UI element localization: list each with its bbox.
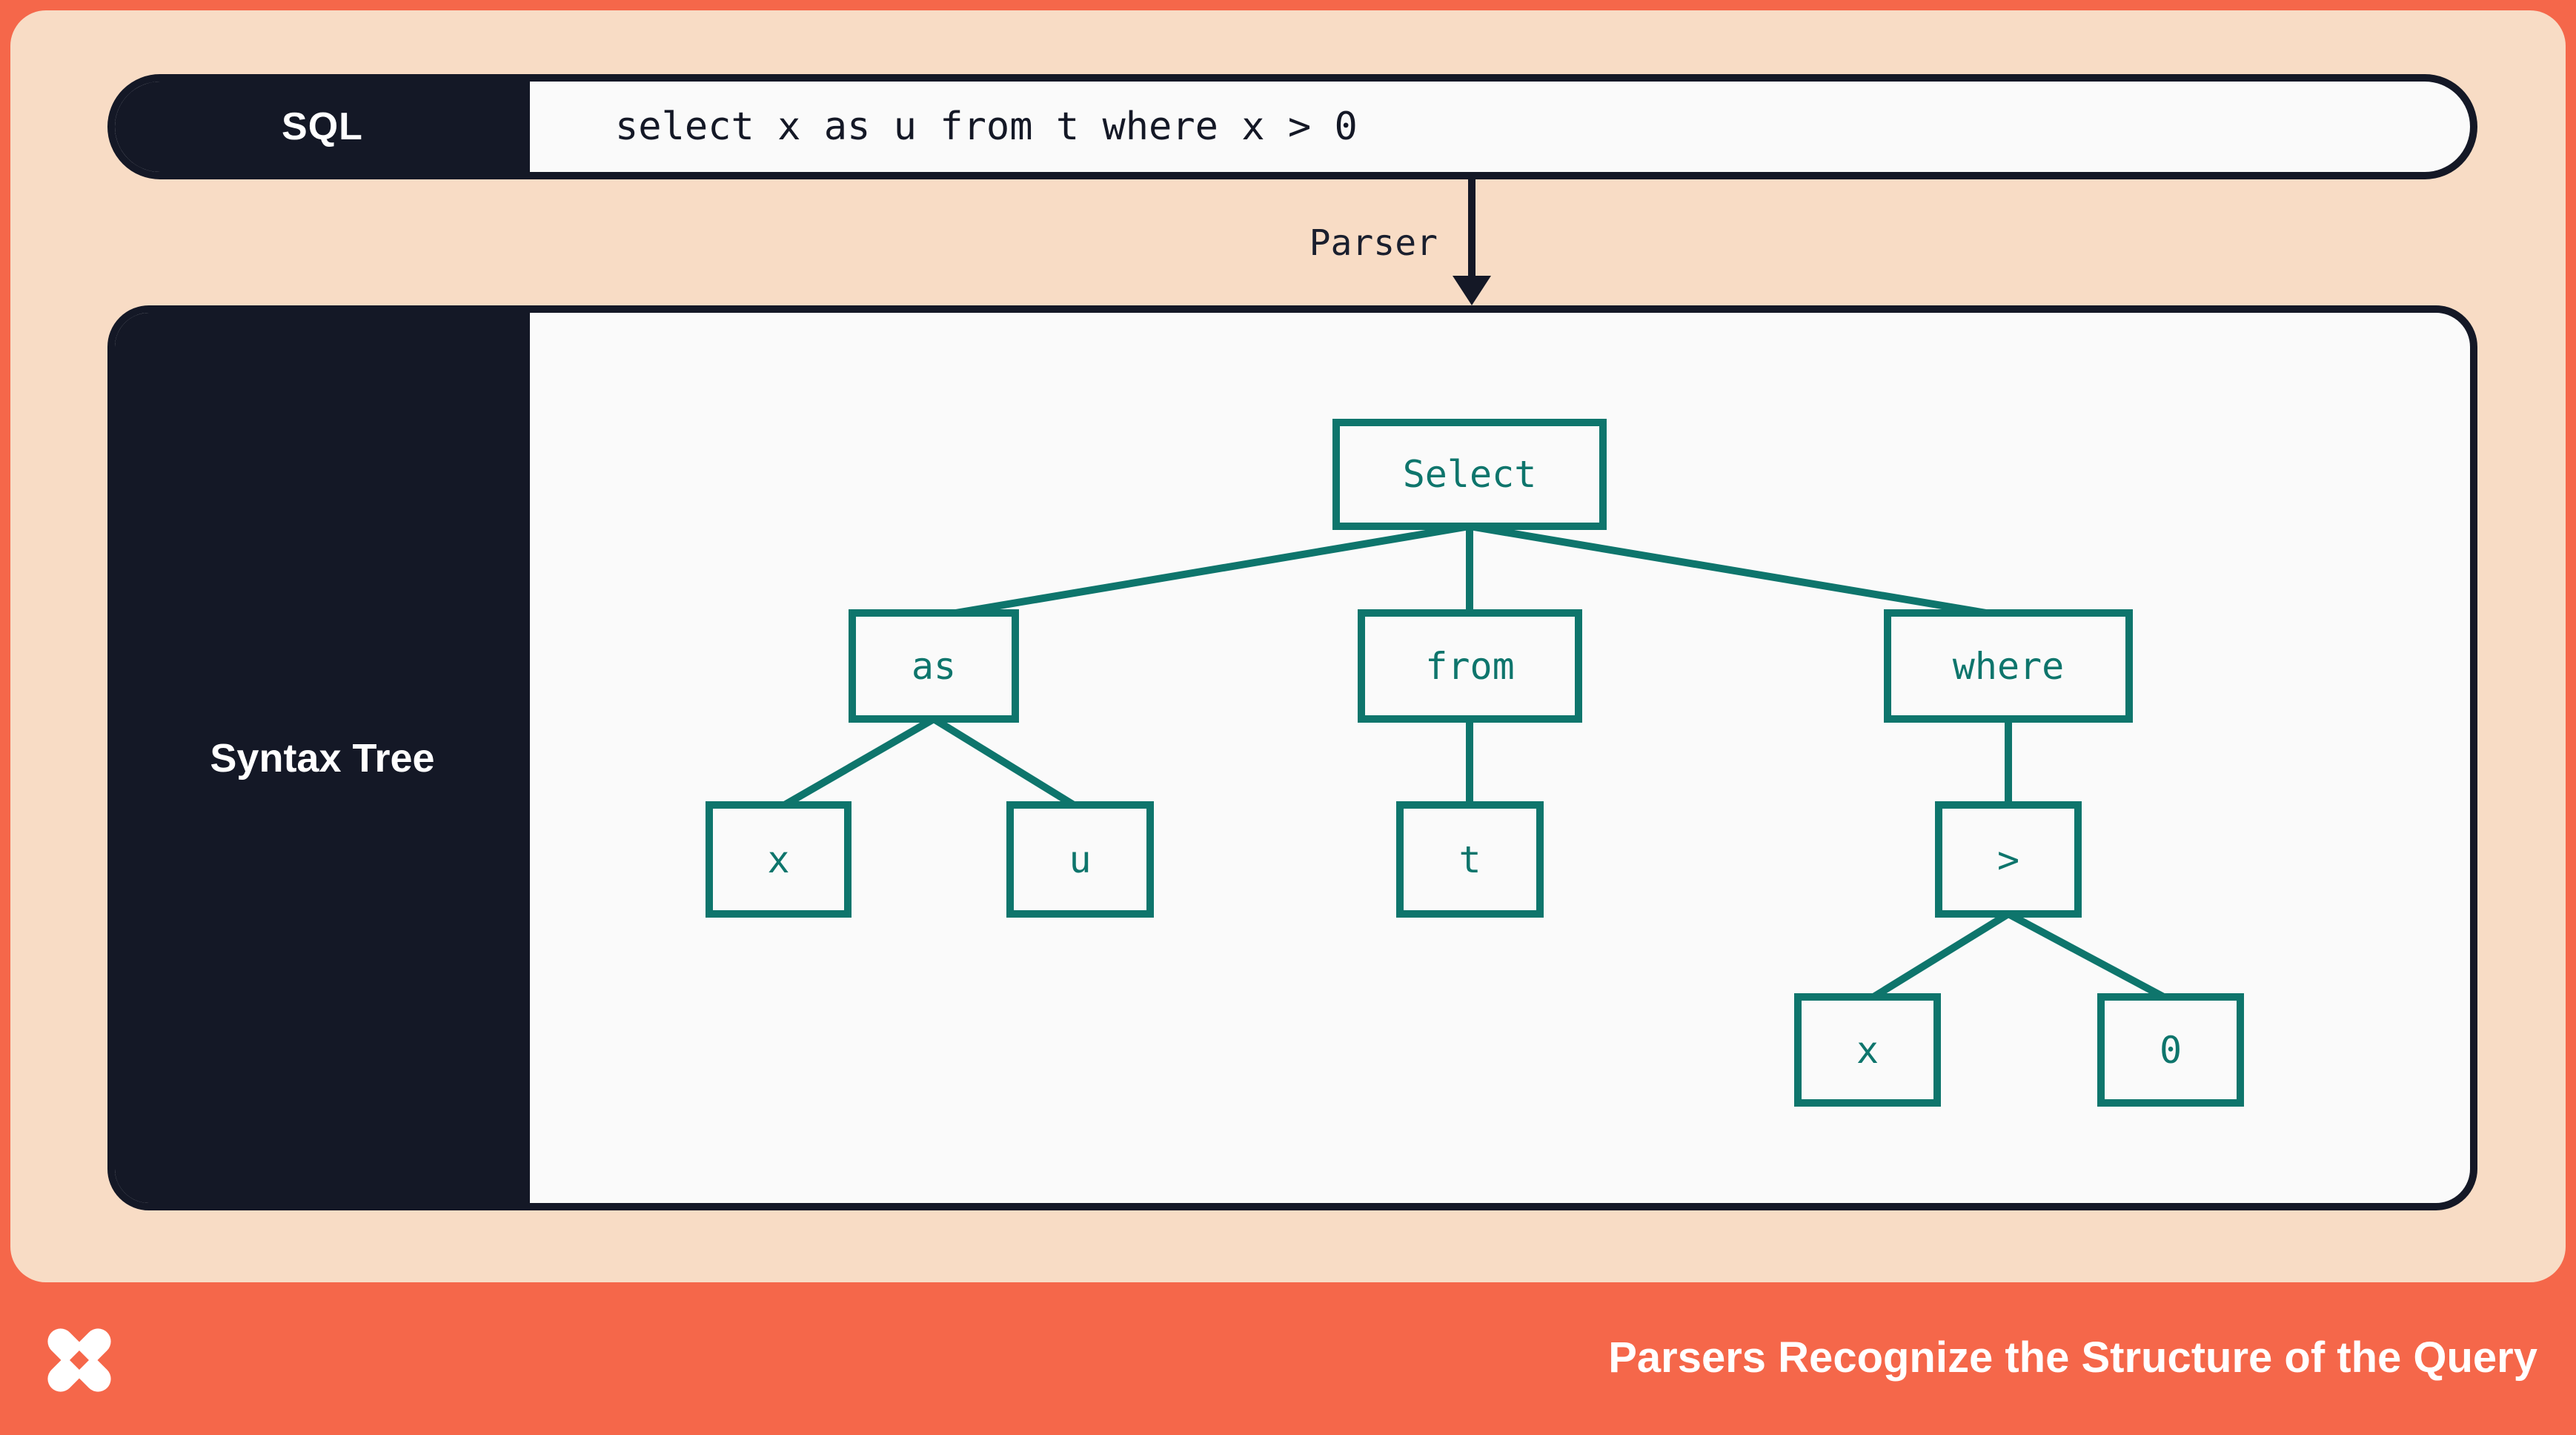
tree-node-x-under-as: x (706, 801, 852, 918)
parser-label: Parser (1309, 222, 1438, 264)
parser-arrow (1468, 179, 1475, 279)
sql-bar-label: SQL (282, 105, 363, 148)
syntax-tree-panel: Syntax Tree (115, 313, 530, 1203)
sql-bar-label-cap: SQL (115, 82, 530, 172)
syntax-tree-panel-label: Syntax Tree (210, 735, 435, 781)
footer-caption: Parsers Recognize the Structure of the Q… (1608, 1333, 2537, 1382)
tree-node-u: u (1006, 801, 1154, 918)
sql-bar: SQL select x as u from t where x > 0 (107, 74, 2477, 179)
tree-node-gt: > (1935, 801, 2082, 918)
pinwheel-x-logo-icon (47, 1328, 111, 1392)
tree-node-from: from (1358, 609, 1582, 723)
tree-node-x-under-gt: x (1794, 993, 1941, 1107)
tree-node-zero: 0 (2097, 993, 2244, 1107)
tree-node-where: where (1884, 609, 2133, 723)
tree-node-select: Select (1332, 419, 1607, 530)
tree-node-as: as (849, 609, 1019, 723)
tree-node-t: t (1396, 801, 1544, 918)
parser-arrow-head-icon (1453, 276, 1491, 305)
syntax-tree-box: Syntax Tree (107, 305, 2477, 1210)
sql-query-text: select x as u from t where x > 0 (615, 105, 1358, 149)
